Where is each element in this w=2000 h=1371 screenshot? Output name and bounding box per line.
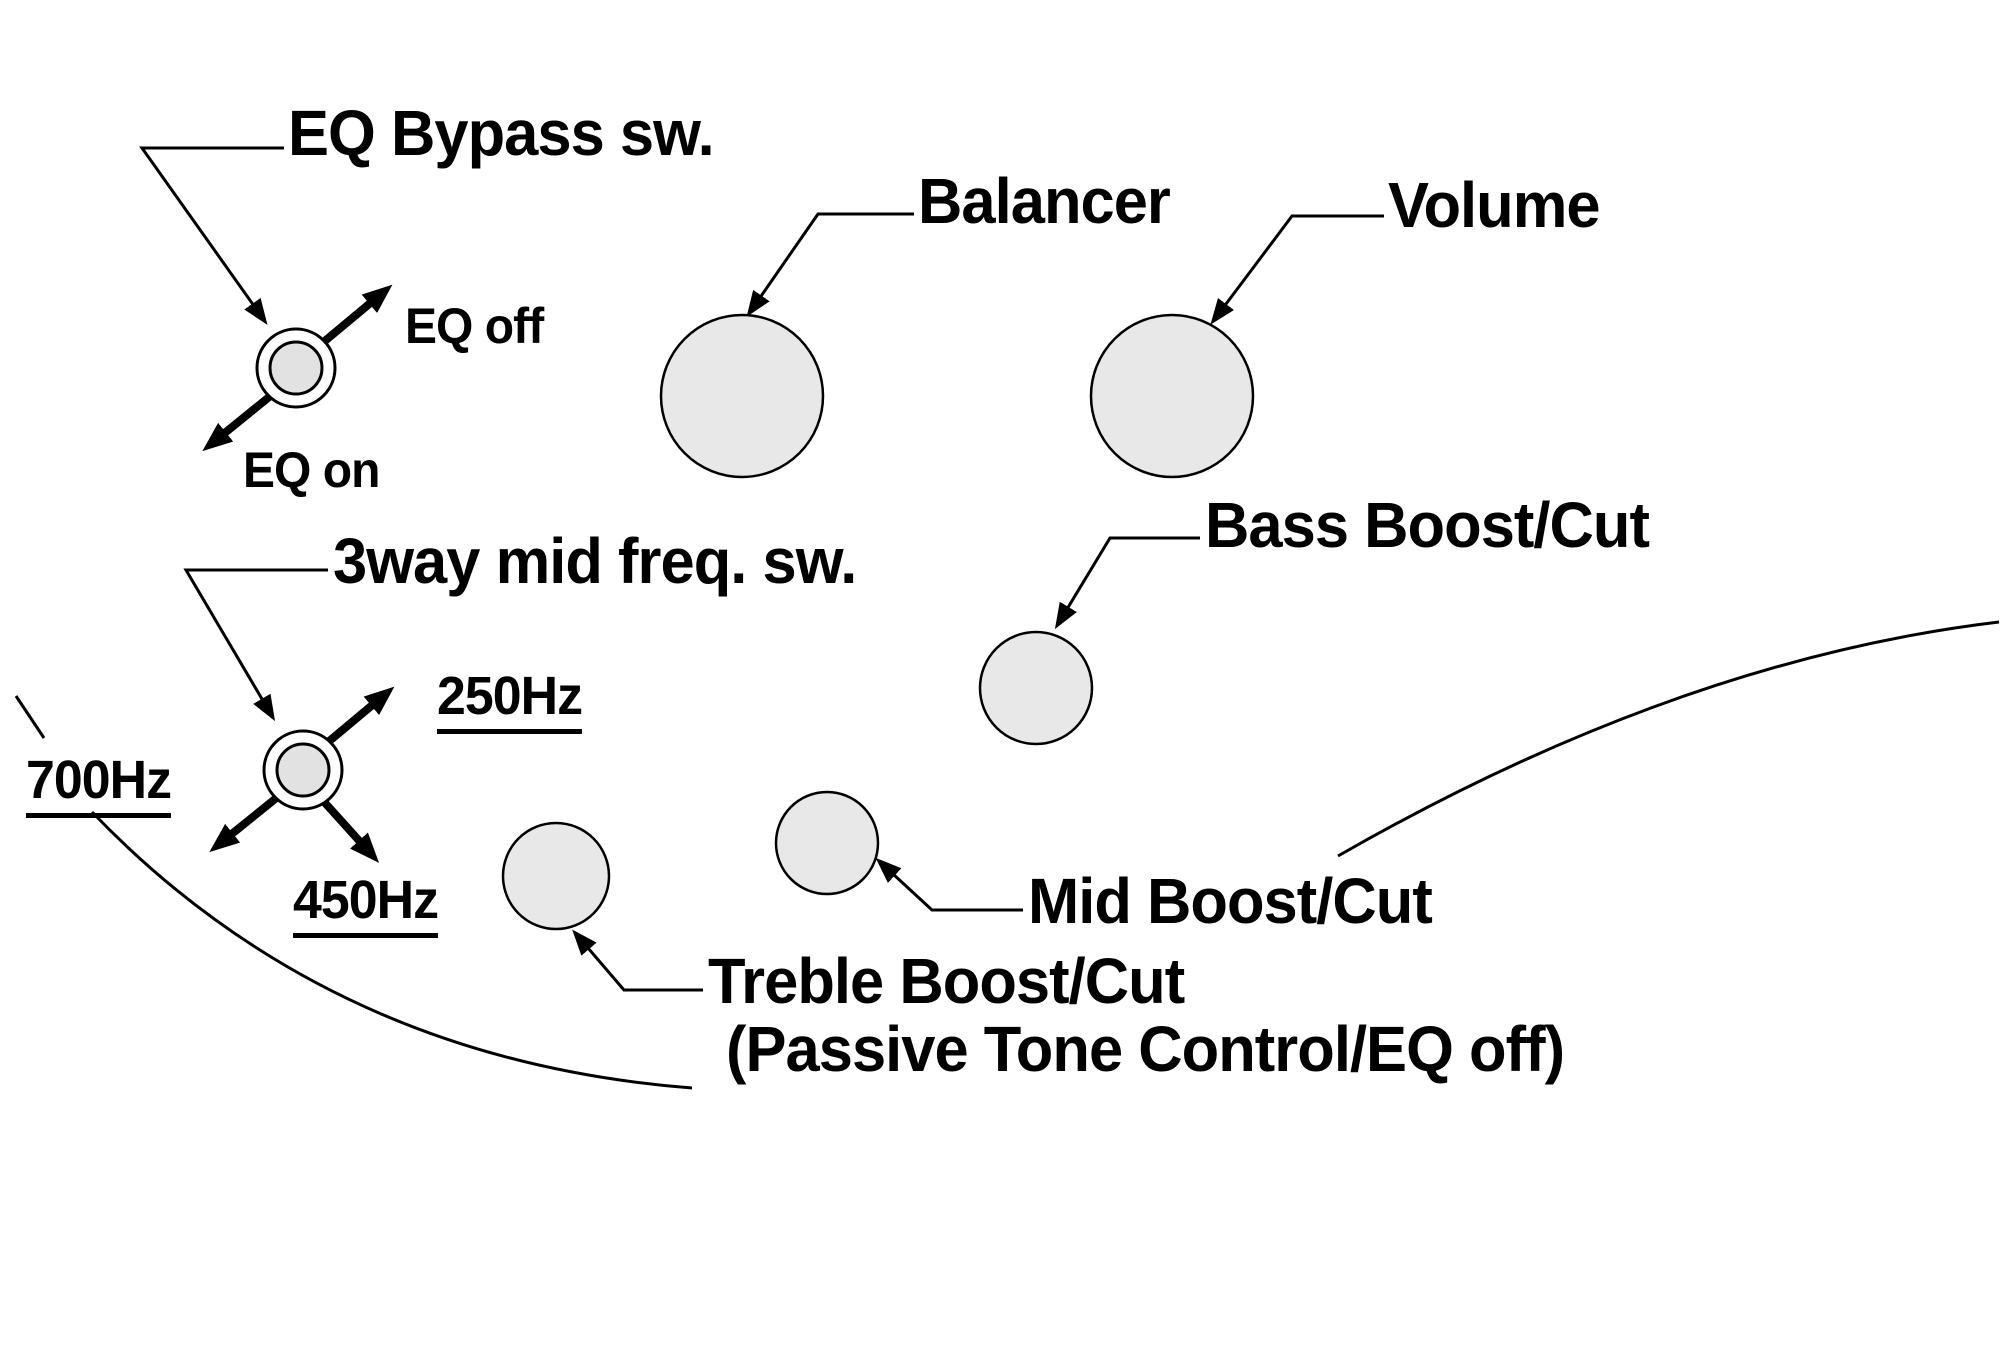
eq-bypass-switch <box>202 284 393 452</box>
eq-bypass-label: EQ Bypass sw. <box>288 97 715 169</box>
mid-freq-leader-arrow <box>183 568 328 722</box>
mid-freq-label: 3way mid freq. sw. <box>333 525 857 597</box>
mid-freq-switch <box>209 686 395 863</box>
freq-250-label: 250Hz <box>437 668 583 734</box>
balancer-leader-arrow <box>746 212 914 317</box>
bass-boost-knob <box>978 630 1094 746</box>
treble-boost-label: Treble Boost/Cut <box>708 945 1185 1017</box>
mid-boost-label: Mid Boost/Cut <box>1028 865 1433 937</box>
body-outline-curve-left <box>90 810 693 1090</box>
body-outline-curve-right <box>1337 620 2000 858</box>
eq-on-label: EQ on <box>243 442 380 498</box>
body-outline-tick <box>14 695 46 739</box>
balancer-knob <box>659 313 825 479</box>
treble-boost-sub-label: (Passive Tone Control/EQ off) <box>726 1013 1565 1085</box>
mid-boost-leader-arrow <box>875 857 1023 912</box>
eq-off-label: EQ off <box>405 298 544 354</box>
bass-boost-label: Bass Boost/Cut <box>1205 489 1650 561</box>
freq-700-label: 700Hz <box>26 752 172 818</box>
volume-leader-arrow <box>1210 214 1384 325</box>
treble-boost-leader-arrow <box>572 929 703 992</box>
treble-boost-knob <box>501 821 611 931</box>
volume-label: Volume <box>1388 169 1601 241</box>
volume-knob <box>1089 313 1255 479</box>
mid-boost-knob <box>774 790 880 896</box>
balancer-label: Balancer <box>918 165 1171 237</box>
bass-boost-leader-arrow <box>1054 536 1200 630</box>
freq-450-label: 450Hz <box>293 872 439 938</box>
eq-bypass-leader-arrow <box>139 146 284 325</box>
